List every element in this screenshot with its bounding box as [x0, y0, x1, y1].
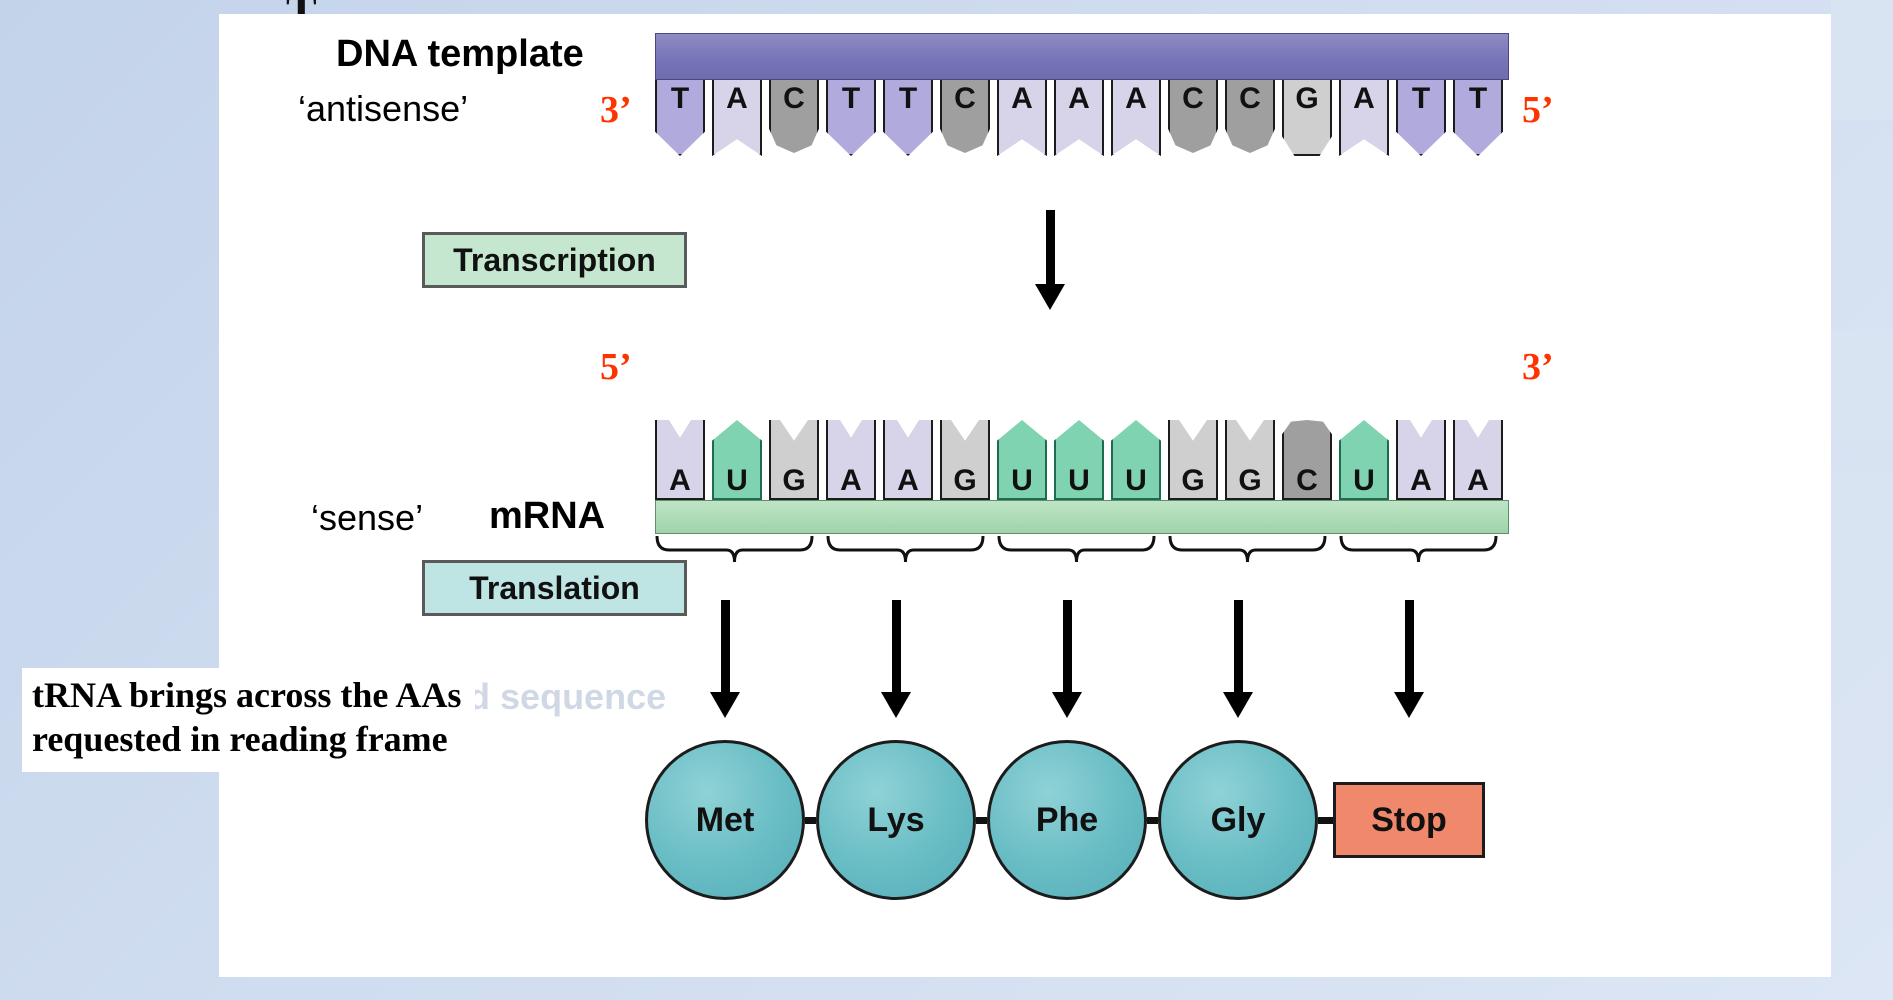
peptide-bond-3	[1147, 817, 1158, 824]
mrna-base-11: G	[1225, 420, 1275, 500]
dna-backbone-bar	[655, 33, 1509, 80]
mrna-base-9: U	[1111, 420, 1161, 500]
dna-base-11: C	[1225, 80, 1275, 153]
mrna-base-6: G	[940, 420, 990, 500]
peptide-bond-1	[805, 817, 816, 824]
sense-label: ‘sense’	[311, 497, 424, 538]
translation-arrow-2	[881, 600, 911, 718]
dna-base-15: T	[1453, 80, 1503, 156]
rna-five-prime-marker: 5’	[600, 346, 632, 388]
dna-base-4: T	[826, 80, 876, 156]
amino-acid-gly: Gly	[1158, 740, 1318, 900]
dna-base-5: T	[883, 80, 933, 156]
dna-base-10: C	[1168, 80, 1218, 153]
dna-base-2: A	[712, 80, 762, 156]
trna-annotation-line-2: requested in reading frame	[32, 718, 448, 759]
mrna-base-5: A	[883, 420, 933, 500]
mrna-base-4: A	[826, 420, 876, 500]
amino-acid-phe: Phe	[987, 740, 1147, 900]
dna-base-12: G	[1282, 80, 1332, 156]
translation-box: Translation	[422, 560, 687, 616]
dna-base-3: C	[769, 80, 819, 153]
codon-brace-GGC	[1168, 536, 1327, 562]
amino-acid-lys: Lys	[816, 740, 976, 900]
mrna-base-1: A	[655, 420, 705, 500]
mrna-base-14: A	[1396, 420, 1446, 500]
translation-arrow-3	[1052, 600, 1082, 718]
right-edge-strip-top	[1831, 0, 1893, 120]
mrna-ribbon	[655, 500, 1509, 534]
stop-codon-box: Stop	[1333, 782, 1485, 858]
amino-acid-met: Met	[645, 740, 805, 900]
mrna-base-7: U	[997, 420, 1047, 500]
peptide-bond-4	[1318, 817, 1333, 824]
mrna-label: mRNA	[489, 495, 606, 537]
right-edge-strip-middle	[1831, 330, 1893, 440]
dna-base-8: A	[1054, 80, 1104, 156]
transcription-arrow	[1035, 210, 1065, 310]
codon-brace-UUU	[997, 536, 1156, 562]
mrna-base-13: U	[1339, 420, 1389, 500]
transcription-box: Transcription	[422, 232, 687, 288]
translation-arrow-5	[1394, 600, 1424, 718]
peptide-bond-2	[976, 817, 987, 824]
antisense-label: ‘antisense’	[298, 88, 469, 129]
codon-brace-AUG	[655, 536, 814, 562]
trna-annotation: tRNA brings across the AAs requested in …	[22, 668, 476, 772]
mrna-base-2: U	[712, 420, 762, 500]
mrna-base-8: U	[1054, 420, 1104, 500]
rna-three-prime-marker: 3’	[1522, 346, 1554, 388]
trna-annotation-line-1: tRNA brings across the AAs	[32, 675, 462, 715]
dna-five-prime-marker: 5’	[1522, 89, 1554, 131]
dna-base-7: A	[997, 80, 1047, 156]
translation-arrow-1	[710, 600, 740, 718]
dna-three-prime-marker: 3’	[600, 89, 632, 131]
dna-template-label: DNA template	[336, 33, 584, 75]
right-edge-strip-bottom	[1831, 470, 1893, 650]
codon-brace-AAG	[826, 536, 985, 562]
dna-base-13: A	[1339, 80, 1389, 156]
translation-arrow-4	[1223, 600, 1253, 718]
mrna-base-15: A	[1453, 420, 1503, 500]
dna-base-1: T	[655, 80, 705, 156]
mrna-base-12: C	[1282, 420, 1332, 500]
dna-base-6: C	[940, 80, 990, 153]
mrna-base-10: G	[1168, 420, 1218, 500]
codon-brace-UAA	[1339, 536, 1498, 562]
dna-base-14: T	[1396, 80, 1446, 156]
mrna-base-3: G	[769, 420, 819, 500]
dna-base-9: A	[1111, 80, 1161, 156]
